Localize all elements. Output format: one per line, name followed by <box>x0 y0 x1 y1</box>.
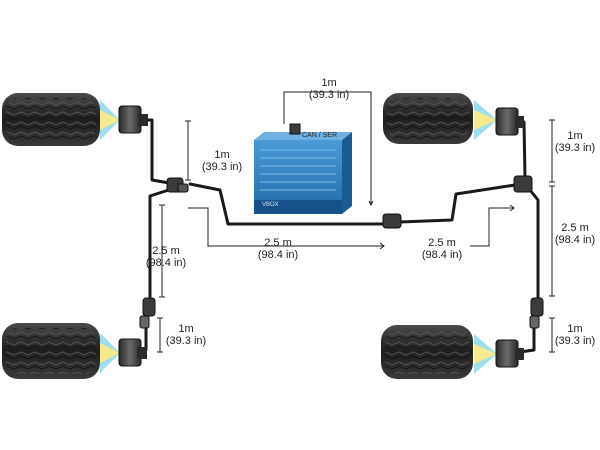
dim-center-left <box>188 207 384 247</box>
dim-label-right-long-in: (98.4 in) <box>554 234 596 246</box>
sensor-beam-rear-left <box>100 333 120 373</box>
dim-label-left-long-in: (98.4 in) <box>145 257 187 269</box>
dim-label-left-lower: 1m (39.3 in) <box>158 323 214 347</box>
inline-connector-right <box>529 297 544 329</box>
dim-label-top-m: 1m <box>321 77 337 89</box>
dim-label-right-lower: 1m (39.3 in) <box>547 323 600 347</box>
dim-label-center-right-m: 2.5 m <box>428 237 456 249</box>
dim-label-center-left-m: 2.5 m <box>264 237 292 249</box>
sensor-front-left <box>118 105 148 134</box>
cable-left-tee-to-center <box>188 182 386 226</box>
sensor-rear-right <box>495 339 524 368</box>
tee-connector-left <box>166 177 189 193</box>
vbox-device <box>254 123 352 214</box>
inline-connector-left <box>139 297 156 329</box>
cable-left-trunk <box>148 186 177 302</box>
tee-connector-center <box>382 213 402 229</box>
dim-label-left-upper-in: (39.3 in) <box>201 161 243 173</box>
dim-label-right-upper-in: (39.3 in) <box>554 142 596 154</box>
dim-label-left-lower-in: (39.3 in) <box>165 335 207 347</box>
dim-label-right-upper: 1m (39.3 in) <box>547 130 600 154</box>
tyre-rear-left <box>2 323 100 379</box>
device-brand: VBOX <box>262 202 279 208</box>
tyre-rear-right <box>381 325 473 379</box>
cable-front-left-sensor <box>146 118 177 186</box>
dim-center-right <box>470 207 514 247</box>
sensor-beam-front-right <box>474 100 497 140</box>
tyre-front-left <box>2 93 100 146</box>
sensor-beam-rear-right <box>474 334 497 374</box>
dim-label-center-left-in: (98.4 in) <box>257 249 299 261</box>
tyre-front-right <box>383 93 473 144</box>
dim-label-right-lower-in: (39.3 in) <box>554 335 596 347</box>
dim-label-right-lower-m: 1m <box>567 323 583 335</box>
dim-label-left-long-m: 2.5 m <box>152 245 180 257</box>
dim-label-center-left: 2.5 m (98.4 in) <box>250 237 306 261</box>
dim-label-left-upper: 1m (39.3 in) <box>194 149 250 173</box>
dim-label-center-right-in: (98.4 in) <box>421 249 463 261</box>
dim-label-left-long: 2.5 m (98.4 in) <box>138 245 194 269</box>
dim-label-right-long: 2.5 m (98.4 in) <box>547 222 600 246</box>
dim-top-bracket <box>283 91 372 205</box>
cable-rear-right-sensor <box>518 320 536 354</box>
dim-label-top-in: (39.3 in) <box>308 89 350 101</box>
cable-center-tee-right <box>398 183 517 224</box>
cable-right-trunk <box>528 188 540 302</box>
dim-label-top: 1m (39.3 in) <box>301 77 357 101</box>
sensor-beam-front-left <box>100 100 120 140</box>
sensor-front-right <box>495 107 524 136</box>
tee-connector-right <box>513 175 533 193</box>
dim-label-center-right: 2.5 m (98.4 in) <box>414 237 470 261</box>
dimension-lines <box>157 91 555 353</box>
dim-label-right-upper-m: 1m <box>567 130 583 142</box>
sensor-rear-left <box>118 338 147 367</box>
dim-label-left-upper-m: 1m <box>214 149 230 161</box>
device-port-label: CAN / SER <box>302 132 338 139</box>
cable-front-right-sensor <box>518 120 527 180</box>
dim-label-left-lower-m: 1m <box>178 323 194 335</box>
dim-label-right-long-m: 2.5 m <box>561 222 589 234</box>
